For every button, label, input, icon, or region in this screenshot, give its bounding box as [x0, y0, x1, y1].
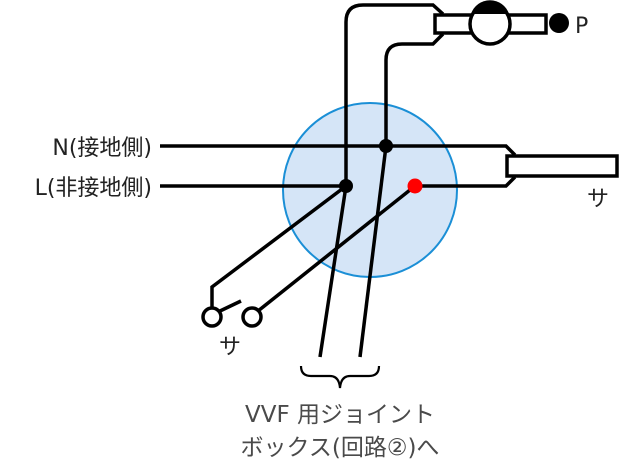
neutral-wire: [160, 144, 517, 157]
switch-return-wire: [256, 184, 417, 313]
outlet-label: サ: [587, 187, 609, 212]
switch-feed-wire: [210, 184, 348, 308]
lamp-feed-wire-1: [344, 3, 445, 186]
live-label: L(非接地側): [35, 176, 152, 201]
caption-line-2: ボックス(回路②)へ: [241, 435, 440, 461]
neutral-label: N(接地側): [52, 136, 152, 161]
lamp-label: P: [575, 14, 588, 39]
junction-node-neutral: [379, 139, 393, 153]
switch-label: サ: [219, 335, 241, 360]
caption-line-1: VVF 用ジョイント: [245, 402, 435, 428]
lamp-top-fill: [471, 0, 509, 14]
switched-wire-right: [415, 175, 517, 188]
switch-lever: [219, 299, 242, 313]
lamp-feed-wire-2: [384, 32, 445, 146]
circuit2-wire-2: [358, 145, 388, 358]
switch-contact-left: [201, 306, 223, 328]
junction-node-live: [339, 179, 353, 193]
grouping-brace: [299, 365, 381, 389]
junction-node-switched: [407, 178, 423, 194]
right-cable-box: [505, 154, 619, 178]
switch-symbol: [201, 299, 263, 328]
junction-box: [282, 102, 458, 278]
lamp-receptacle-symbol: [433, 0, 569, 46]
switch-contact-right: [241, 306, 263, 328]
pilot-dot: [549, 13, 569, 33]
circuit2-wire-1: [318, 185, 348, 358]
